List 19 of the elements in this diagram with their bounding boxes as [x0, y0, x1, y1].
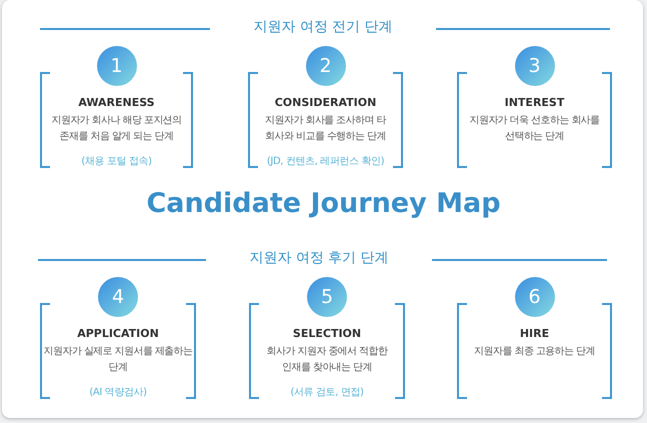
stage-note: (서류 검토, 면접) [290, 386, 364, 399]
stage-title: AWARENESS [77, 96, 156, 109]
stage-description: 지원자를 최종 고용하는 단계 [473, 345, 596, 359]
stage-description: 지원자가 실제로 지원서를 제출하는 단계 [43, 345, 193, 375]
stage-title: APPLICATION [76, 327, 160, 340]
stage-note: (JD, 컨텐츠, 레퍼런스 확인) [266, 155, 386, 168]
stage-description: 지원자가 더욱 선호하는 회사를 선택하는 단계 [468, 114, 600, 144]
stage-note: (채용 포털 접속) [80, 155, 153, 168]
title: Candidate Journey Map [145, 188, 502, 219]
stage-description: 지원자가 회사를 조사하며 타 회사와 비교를 수행하는 단계 [264, 114, 388, 144]
stage-title: SELECTION [292, 327, 362, 340]
stage-description: 회사가 지원자 중에서 적합한 인재를 찾아내는 단계 [266, 345, 389, 375]
section-heading: 지원자 여정 전기 단계 [253, 18, 393, 36]
section-heading: 지원자 여정 후기 단계 [249, 249, 389, 267]
stage-title: INTEREST [504, 96, 566, 109]
stage-description: 지원자가 회사나 해당 포지션의 존재를 처음 알게 되는 단계 [50, 114, 182, 144]
stage-title: CONSIDERATION [274, 96, 378, 109]
stage-note: (AI 역량검사) [88, 386, 148, 399]
stage-title: HIRE [518, 327, 550, 340]
